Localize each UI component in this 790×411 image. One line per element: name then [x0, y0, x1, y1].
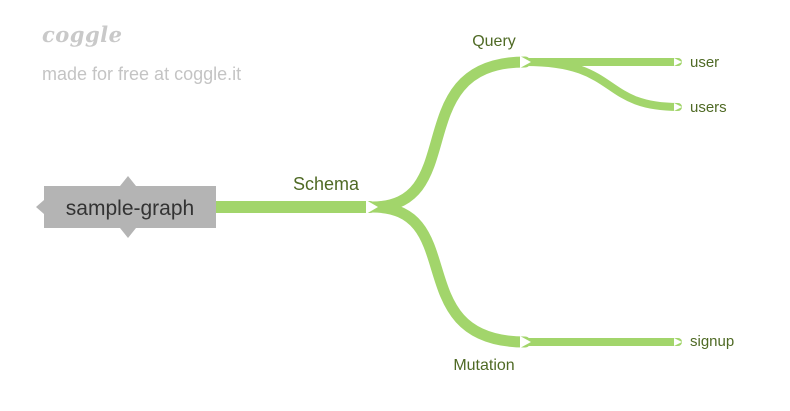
arrowhead-user: [674, 58, 682, 66]
node-label-mutation[interactable]: Mutation: [453, 357, 514, 374]
node-label-schema[interactable]: Schema: [293, 174, 360, 194]
arrowhead-query: [520, 56, 531, 68]
root-node-shape: [36, 176, 216, 238]
branch-mutation: [366, 201, 531, 348]
node-label-user[interactable]: user: [690, 54, 719, 71]
arrowhead-users: [674, 103, 682, 111]
brand-tagline: made for free at coggle.it: [42, 64, 242, 84]
node-label-query[interactable]: Query: [472, 33, 516, 50]
node-label-users[interactable]: users: [690, 99, 727, 116]
coggle-logo: coggle: [42, 22, 123, 47]
branch-connectors: [210, 56, 682, 348]
root-node[interactable]: sample-graph: [36, 176, 216, 238]
root-node-label: sample-graph: [66, 197, 194, 220]
arrowhead-signup: [674, 338, 682, 346]
branch-arrowheads: [366, 56, 682, 348]
branch-query: [366, 56, 531, 213]
node-label-signup[interactable]: signup: [690, 333, 734, 350]
branch-users: [522, 58, 682, 111]
arrowhead-mutation: [520, 336, 531, 348]
arrowhead-schema: [366, 200, 378, 214]
